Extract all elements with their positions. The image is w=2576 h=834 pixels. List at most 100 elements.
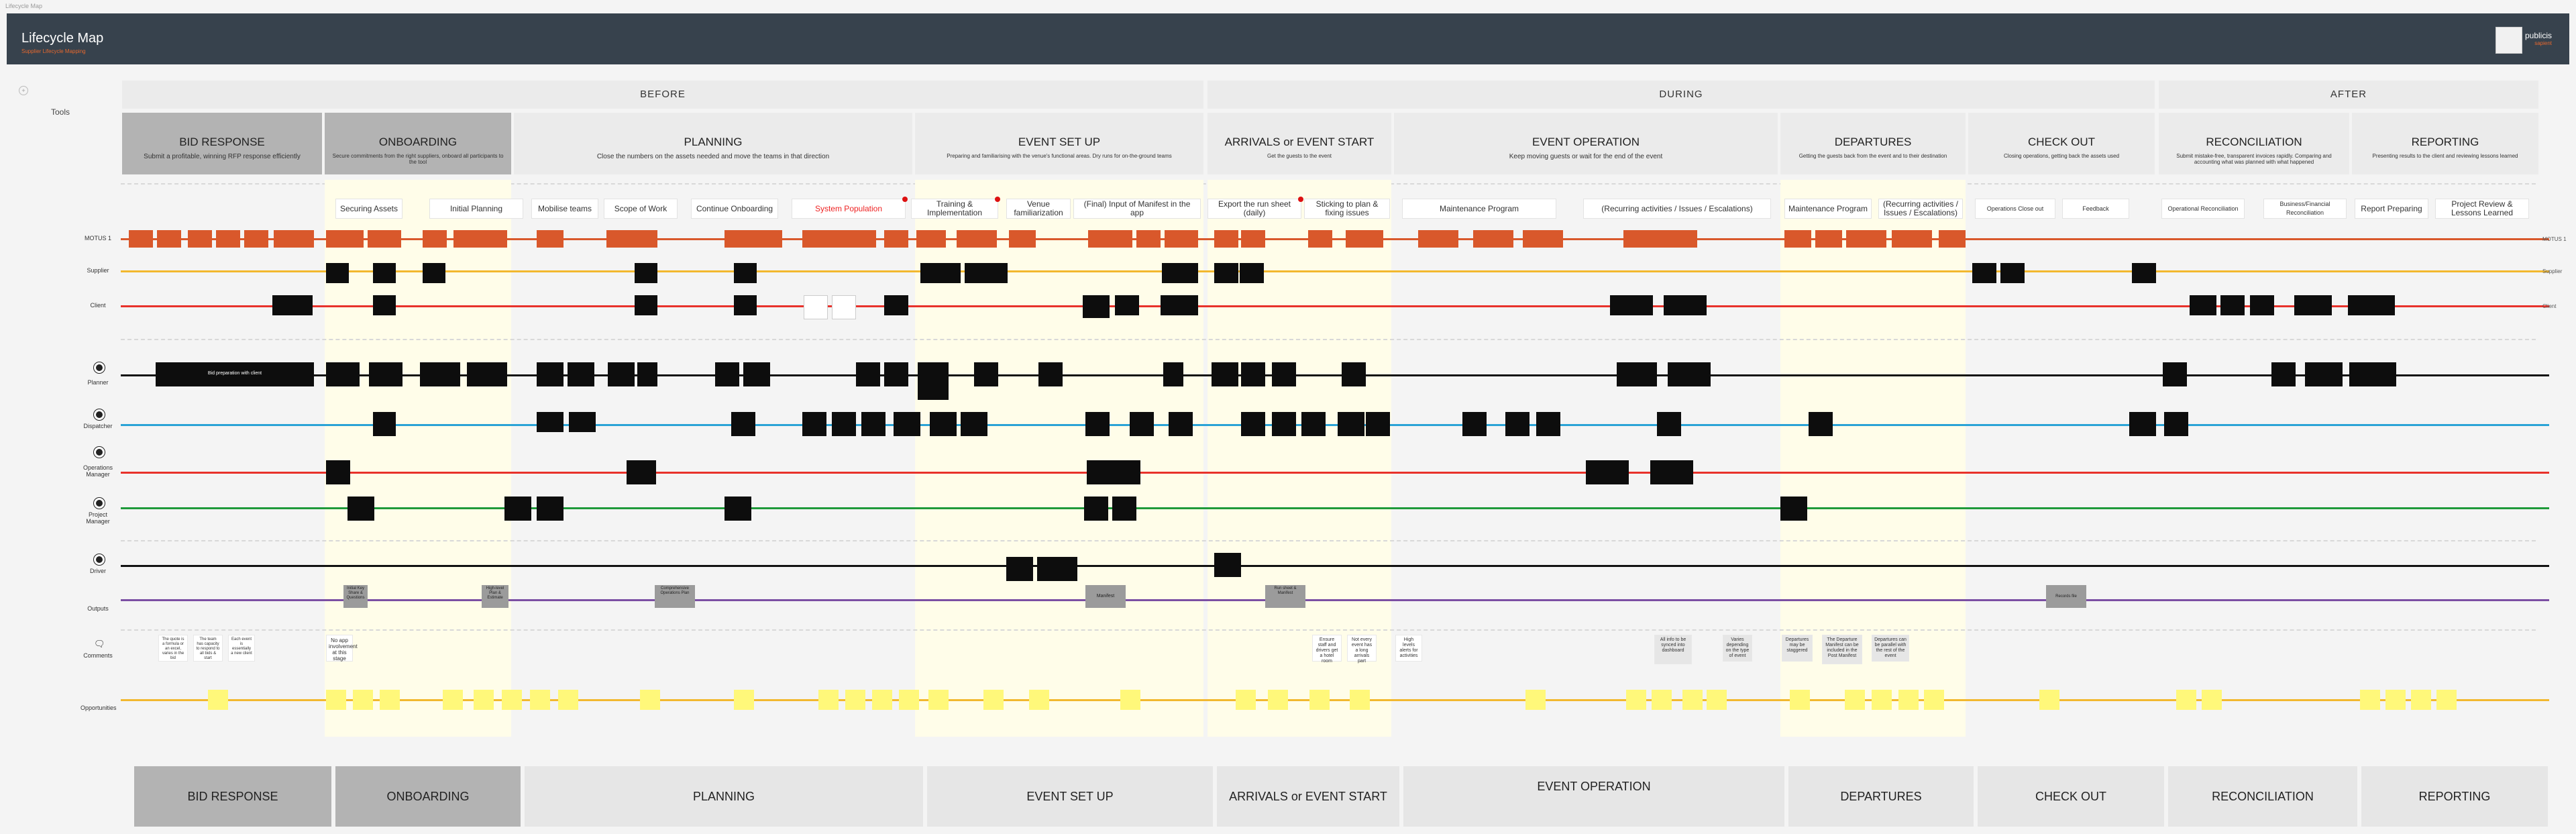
step-training[interactable]: Training & Implementation [911,197,1000,219]
client-card[interactable] [1664,295,1707,315]
ops-manager-card[interactable] [627,460,656,484]
footer-reconciliation[interactable]: RECONCILIATION [2168,766,2357,827]
opportunity-sticky[interactable] [899,690,919,710]
opportunity-sticky[interactable] [1029,690,1049,710]
motus-card[interactable] [326,230,364,248]
dispatcher-card[interactable] [537,412,564,432]
footer-departures[interactable]: DEPARTURES [1788,766,1974,827]
step-recurring-activities[interactable]: (Recurring activities / Issues / Escalat… [1583,199,1771,219]
client-card[interactable] [1083,295,1110,318]
planner-card[interactable] [2271,362,2296,386]
dispatcher-card[interactable] [1536,412,1560,436]
output-card[interactable]: Manifest [1085,585,1126,608]
opportunity-sticky[interactable] [1350,690,1370,710]
motus-card[interactable] [188,230,212,248]
step-business-reconciliation[interactable]: Business/Financial Reconciliation [2263,199,2347,219]
dispatcher-card[interactable] [2129,412,2156,436]
supplier-card[interactable] [326,263,349,283]
driver-card[interactable] [1214,553,1241,577]
client-card[interactable] [884,295,908,315]
opportunity-sticky[interactable] [2436,690,2457,710]
supplier-card[interactable] [1240,263,1264,283]
supplier-card[interactable] [1972,263,1996,283]
footer-planning[interactable]: PLANNING [525,766,923,827]
motus-card[interactable] [453,230,507,248]
driver-card[interactable] [1037,557,1077,581]
step-maintenance-program[interactable]: Maintenance Program [1402,199,1556,219]
output-card[interactable]: Comprehensive Operations Plan [655,585,695,608]
client-card[interactable] [1161,295,1198,315]
planner-card[interactable] [608,362,635,386]
opportunity-sticky[interactable] [1707,690,1727,710]
dispatcher-card[interactable] [961,412,987,436]
step-operational-reconciliation[interactable]: Operational Reconciliation [2161,199,2245,219]
client-note[interactable] [832,295,856,319]
footer-event-set-up[interactable]: EVENT SET UP [927,766,1213,827]
planner-card[interactable] [1212,362,1238,386]
opportunity-sticky[interactable] [818,690,839,710]
motus-card[interactable] [802,230,876,248]
opportunity-sticky[interactable] [1525,690,1546,710]
motus-card[interactable] [957,230,997,248]
footer-arrivals[interactable]: ARRIVALS or EVENT START [1217,766,1399,827]
planner-card[interactable] [467,362,507,386]
motus-card[interactable] [1418,230,1458,248]
planner-card[interactable] [568,362,594,386]
opportunity-sticky[interactable] [983,690,1004,710]
ops-manager-card[interactable] [1586,460,1629,484]
step-maintenance-program-departures[interactable]: Maintenance Program [1784,199,1872,219]
motus-card[interactable] [157,230,181,248]
opportunity-sticky[interactable] [443,690,463,710]
motus-card[interactable] [1136,230,1161,248]
step-venue-familiarization[interactable]: Venue familiarization [1006,199,1071,219]
opportunity-sticky[interactable] [1682,690,1703,710]
motus-card[interactable] [1009,230,1036,248]
footer-check-out[interactable]: CHECK OUT [1978,766,2164,827]
planner-card[interactable] [743,362,770,386]
motus-card[interactable] [129,230,153,248]
opportunity-sticky[interactable] [640,690,660,710]
opportunity-sticky[interactable] [353,690,373,710]
client-card[interactable] [635,295,657,315]
dispatcher-card[interactable] [1272,412,1296,436]
supplier-card[interactable] [1214,263,1238,283]
client-card[interactable] [1115,295,1139,315]
opportunity-sticky[interactable] [326,690,346,710]
motus-card[interactable] [1892,230,1932,248]
dispatcher-card[interactable] [1366,412,1390,436]
motus-card[interactable] [1623,230,1697,248]
opportunity-sticky[interactable] [1268,690,1288,710]
footer-reporting[interactable]: REPORTING [2361,766,2548,827]
step-operations-close-out[interactable]: Operations Close out [1975,199,2055,219]
motus-card[interactable] [1523,230,1563,248]
opportunity-sticky[interactable] [1652,690,1672,710]
planner-card[interactable] [1163,362,1183,386]
motus-card[interactable] [216,230,240,248]
client-card[interactable] [1610,295,1653,315]
opportunity-sticky[interactable] [2385,690,2406,710]
project-manager-card[interactable] [1084,497,1108,521]
dispatcher-card[interactable] [1462,412,1487,436]
project-manager-card[interactable] [1780,497,1807,521]
motus-card[interactable] [1346,230,1383,248]
planner-card[interactable] [918,362,949,400]
dispatcher-card[interactable] [731,412,755,436]
dispatcher-card[interactable] [861,412,885,436]
opportunity-sticky[interactable] [1626,690,1646,710]
step-continue-onboarding[interactable]: Continue Onboarding [691,199,778,219]
opportunity-sticky[interactable] [502,690,522,710]
step-export-run-sheet[interactable]: Export the run sheet (daily) [1208,197,1303,219]
motus-card[interactable] [423,230,447,248]
add-icon[interactable]: + [19,86,28,95]
dispatcher-card[interactable] [1505,412,1529,436]
step-report-preparing[interactable]: Report Preparing [2355,199,2428,219]
opportunity-sticky[interactable] [208,690,228,710]
dispatcher-card[interactable] [569,412,596,432]
motus-card[interactable] [916,230,946,248]
planner-card[interactable] [884,362,908,386]
motus-card[interactable] [274,230,314,248]
opportunity-sticky[interactable] [380,690,400,710]
dispatcher-card[interactable] [1241,412,1265,436]
opportunity-sticky[interactable] [734,690,754,710]
ops-manager-card[interactable] [1650,460,1693,484]
